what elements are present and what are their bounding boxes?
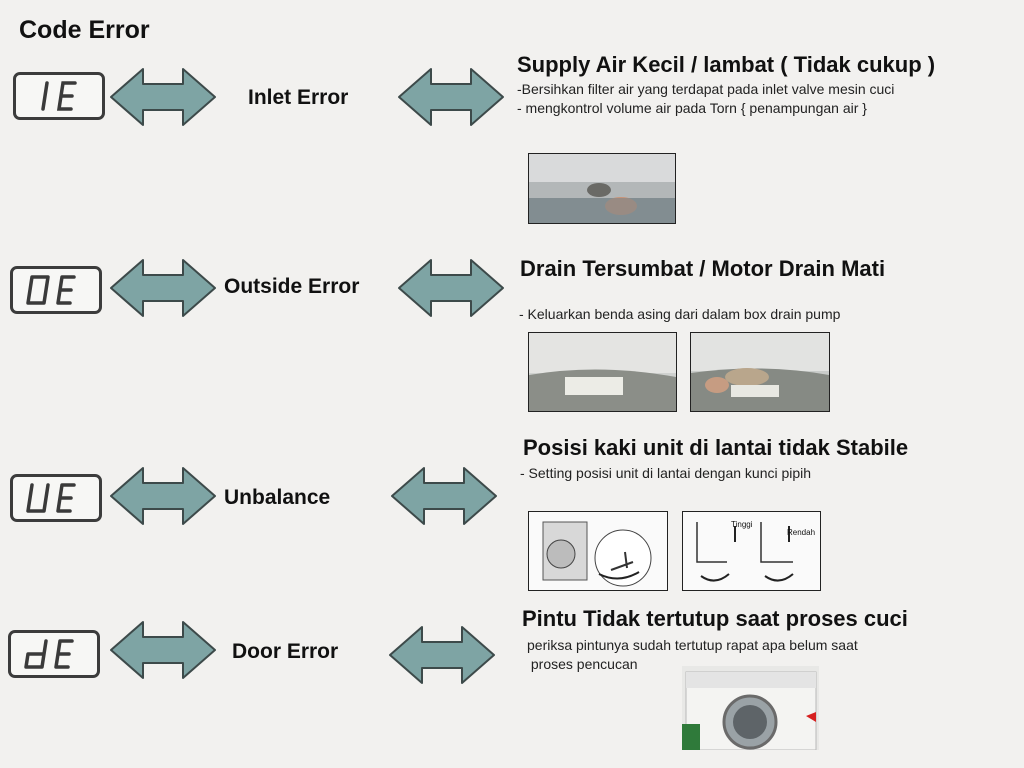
- double-arrow-icon: [388, 625, 496, 685]
- error-description-line: proses pencucan: [527, 656, 638, 672]
- double-arrow-icon: [397, 67, 505, 127]
- error-description-line: - mengkontrol volume air pada Torn { pen…: [517, 100, 867, 116]
- error-heading: Drain Tersumbat / Motor Drain Mati: [520, 256, 886, 281]
- double-arrow-icon: [109, 466, 217, 526]
- error-code-display: [10, 474, 102, 522]
- diagram-label: Rendah: [787, 528, 816, 537]
- drain-pump-cover-photo: [528, 332, 677, 412]
- error-heading: Pintu Tidak tertutup saat proses cuci: [522, 606, 908, 631]
- error-description-line: periksa pintunya sudah tertutup rapat ap…: [527, 637, 858, 653]
- double-arrow-icon: [109, 67, 217, 127]
- inlet-valve-photo: [528, 153, 676, 224]
- seven-segment-UE-icon: [26, 483, 76, 513]
- seven-segment-1E-icon: [41, 81, 77, 111]
- page-title: Code Error: [19, 16, 150, 44]
- error-code-display: [8, 630, 100, 678]
- leg-height-diagram: Tinggi Rendah: [682, 511, 821, 591]
- error-description-line: - Setting posisi unit di lantai dengan k…: [520, 465, 812, 481]
- error-label: Unbalance: [224, 486, 331, 509]
- washing-machine-door-photo: [682, 666, 819, 750]
- error-heading: Posisi kaki unit di lantai tidak Stabile: [523, 435, 909, 460]
- double-arrow-icon: [109, 258, 217, 318]
- leg-adjust-diagram: [528, 511, 668, 591]
- diagram-label: Tinggi: [731, 520, 753, 529]
- error-description-line: - Keluarkan benda asing dari dalam box d…: [519, 306, 841, 322]
- seven-segment-OE-icon: [26, 275, 76, 305]
- seven-segment-dE-icon: [24, 639, 74, 669]
- error-label: Inlet Error: [248, 86, 349, 109]
- double-arrow-icon: [397, 258, 505, 318]
- error-label: Outside Error: [224, 275, 360, 298]
- error-heading: Supply Air Kecil / lambat ( Tidak cukup …: [517, 52, 936, 77]
- error-code-display: [10, 266, 102, 314]
- error-label: Door Error: [232, 640, 339, 663]
- double-arrow-icon: [109, 620, 217, 680]
- error-description-line: -Bersihkan filter air yang terdapat pada…: [517, 81, 895, 97]
- double-arrow-icon: [390, 466, 498, 526]
- drain-pump-open-photo: [690, 332, 830, 412]
- error-code-display: [13, 72, 105, 120]
